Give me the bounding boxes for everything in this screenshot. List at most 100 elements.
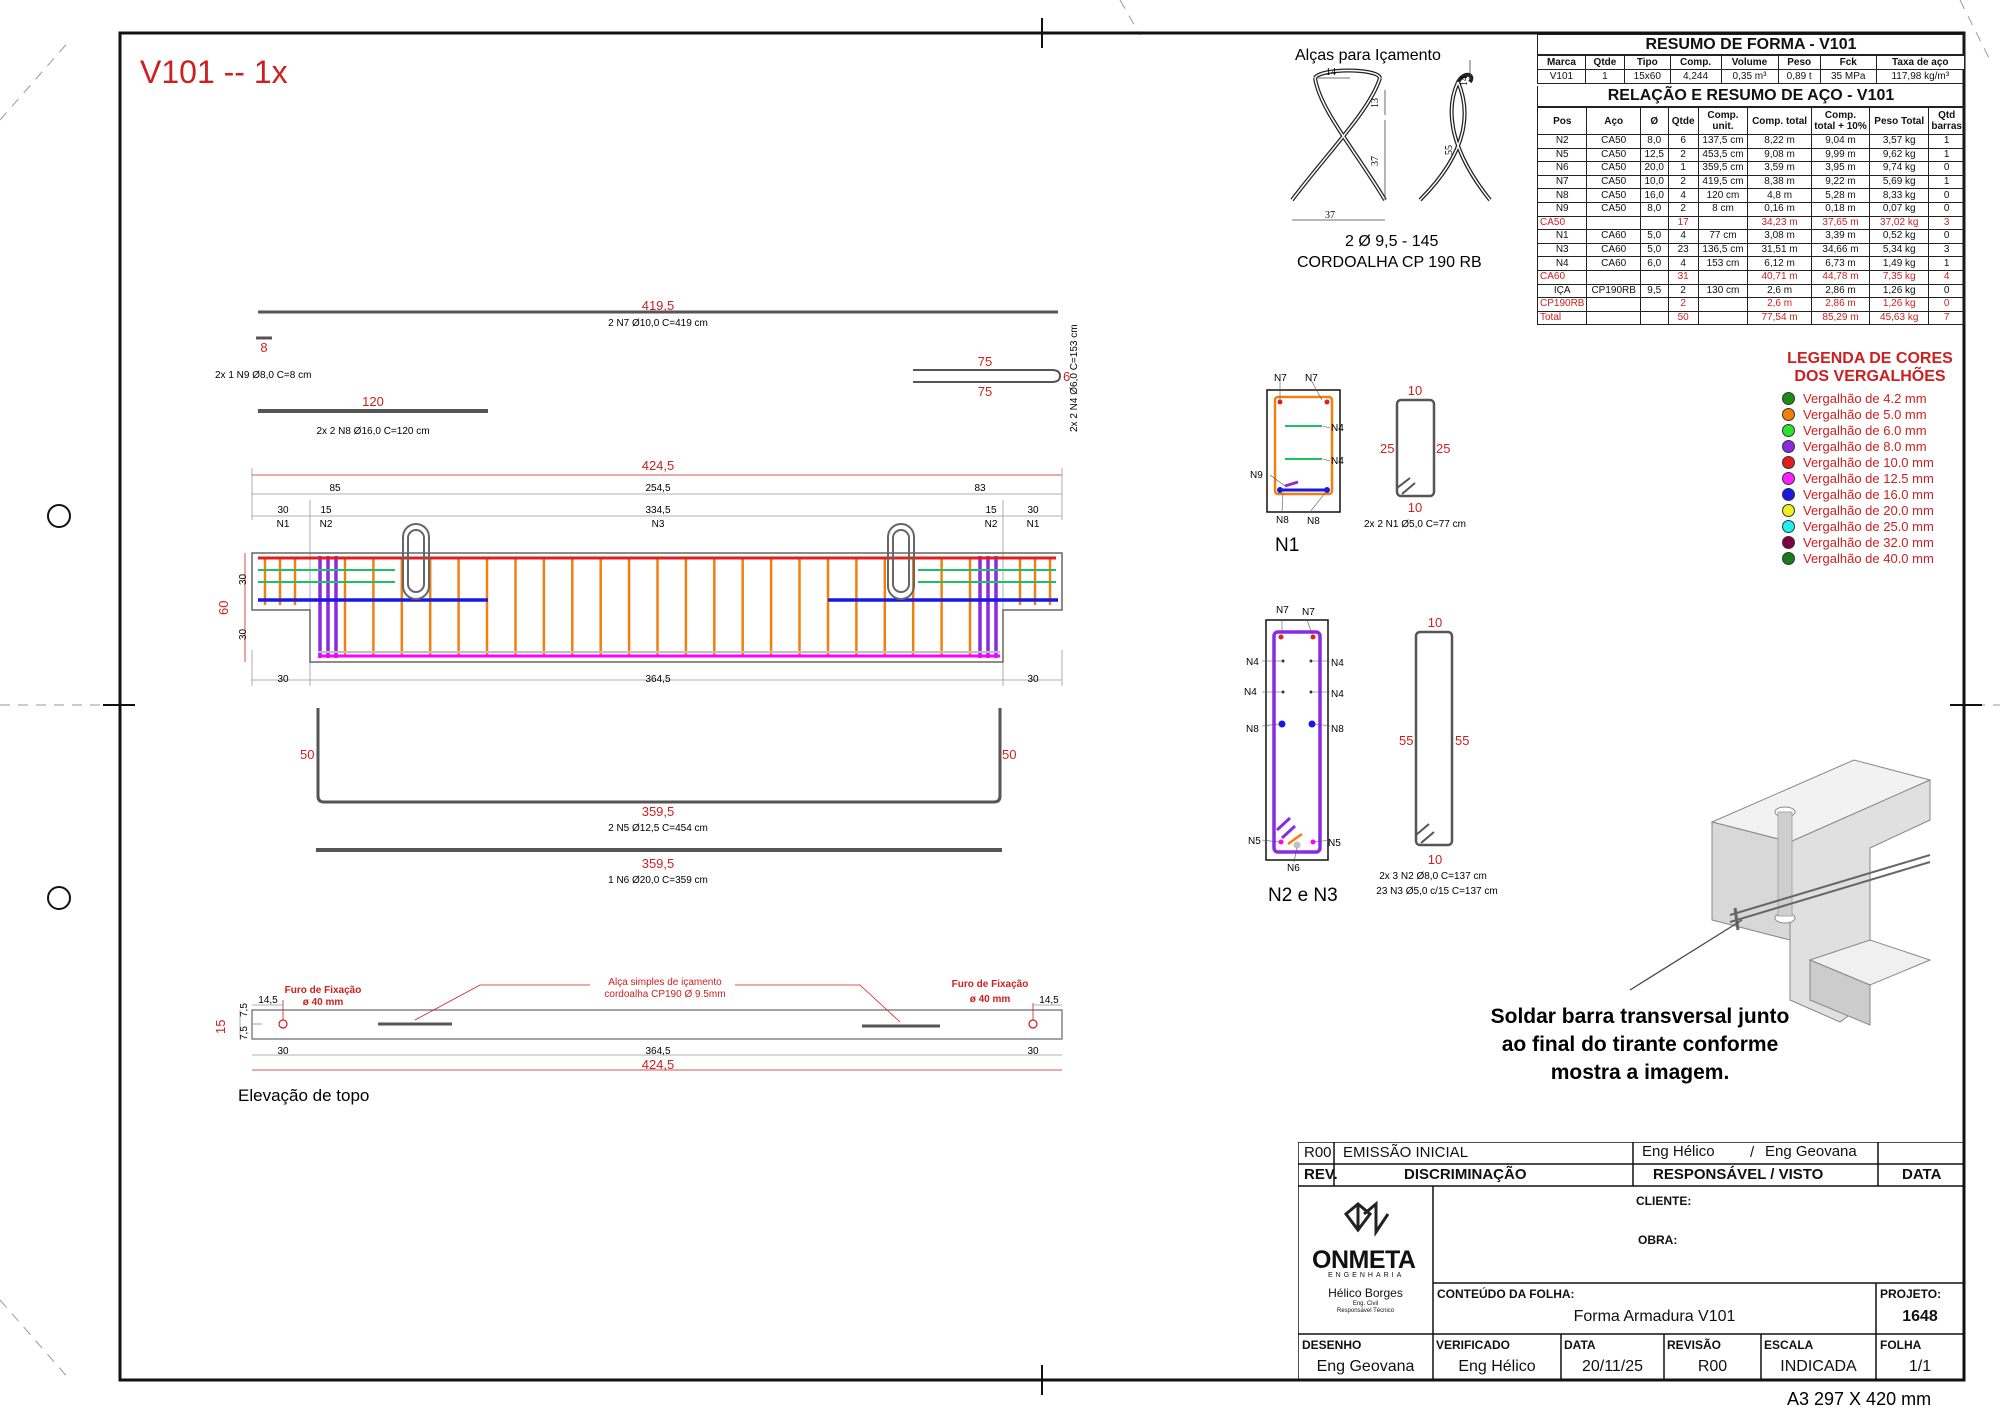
cell: 0 — [1928, 201, 1965, 217]
dim-text: 14 — [1326, 67, 1336, 78]
f-data: DATA — [1564, 1338, 1596, 1352]
cell: 7,35 kg — [1869, 269, 1930, 285]
responsible-role-1: Eng. Civil — [1352, 1301, 1379, 1307]
cell: 3,57 kg — [1869, 134, 1930, 149]
cell: CA50 — [1586, 134, 1641, 149]
cell — [1697, 269, 1749, 285]
cell: 5,0 — [1639, 242, 1669, 258]
cell: 3,39 m — [1810, 229, 1871, 244]
col-header: Comp. total + 10% — [1810, 107, 1871, 135]
resumo-forma-table: Marca Qtde Tipo Comp. Volume Peso Fck Ta… — [1537, 55, 1966, 84]
cell — [1639, 269, 1669, 285]
cell: Total — [1536, 310, 1588, 326]
cell — [1586, 310, 1641, 326]
v-escala: INDICADA — [1780, 1358, 1857, 1375]
cell: 4 — [1667, 188, 1699, 203]
logo-mark — [1343, 1200, 1390, 1237]
col-header: Aço — [1586, 107, 1641, 135]
cell: V101 — [1537, 69, 1586, 84]
legend-swatch — [1782, 391, 1795, 405]
col-header: Comp. total — [1747, 107, 1812, 135]
cell: 0,89 t — [1777, 69, 1821, 84]
col-header: Peso Total — [1869, 107, 1930, 135]
cell: 1 — [1667, 161, 1699, 176]
legend-swatch — [1782, 551, 1795, 565]
lbl: N7 — [1302, 607, 1315, 618]
cell: 4,8 m — [1747, 188, 1812, 203]
cell: 8,0 — [1639, 134, 1669, 149]
col-header: Qtd barras — [1928, 107, 1965, 135]
cell: 2,86 m — [1810, 283, 1871, 299]
cell: 77,54 m — [1747, 310, 1812, 326]
cell: 1,26 kg — [1869, 283, 1930, 299]
cell — [1639, 215, 1669, 231]
dim: 14,5 — [1039, 995, 1059, 1006]
cell: CA50 — [1536, 215, 1588, 231]
dim: 15 — [985, 505, 997, 516]
cell: 85,29 m — [1810, 310, 1871, 326]
cell: 4 — [1667, 229, 1699, 244]
legend-label: Vergalhão de 4.2 mm — [1803, 390, 1927, 406]
legend-label: Vergalhão de 40.0 mm — [1803, 550, 1934, 566]
dim: 7,5 — [239, 1003, 250, 1017]
cell: CA60 — [1586, 256, 1641, 271]
legend-label: Vergalhão de 12.5 mm — [1803, 470, 1934, 486]
cell: N8 — [1536, 188, 1588, 203]
cell: 6 — [1667, 134, 1699, 149]
dim: 30 — [277, 505, 289, 516]
cell: 2,6 m — [1747, 283, 1812, 299]
cell: 6,0 — [1639, 256, 1669, 271]
lbl: N8 — [1246, 724, 1259, 735]
title-block: R00 EMISSÃO INICIAL Eng Hélico / Eng Geo… — [1298, 1142, 1964, 1380]
n8-spec: 2x 2 N8 Ø16,0 C=120 cm — [316, 426, 429, 437]
cell: 6,73 m — [1810, 256, 1871, 271]
loop-front — [1290, 68, 1387, 202]
cell: 0 — [1928, 283, 1965, 299]
weld-3d-detail — [1629, 759, 1932, 1026]
legend-swatch — [1782, 503, 1795, 517]
cell — [1697, 215, 1749, 231]
lbl: N4 — [1331, 456, 1344, 467]
cell: 120 cm — [1697, 188, 1749, 203]
solda-note-3: mostra a imagem. — [1551, 1061, 1730, 1084]
dim: N1 — [1027, 519, 1040, 530]
cell — [1697, 297, 1749, 312]
dim-text: 13 — [1370, 98, 1381, 108]
logo-sub: ENGENHARIA — [1328, 1272, 1405, 1279]
resumo-forma: RESUMO DE FORMA - V101 Marca Qtde Tipo C… — [1537, 34, 1966, 84]
col-header: Qtde — [1667, 107, 1699, 135]
projeto-label: PROJETO: — [1880, 1287, 1942, 1301]
legend-swatch — [1782, 455, 1795, 469]
n7-spec: 2 N7 Ø10,0 C=419 cm — [608, 318, 708, 329]
n4-spec: 2x 2 N4 Ø6,0 C=153 cm — [1069, 324, 1080, 432]
rev-visto: Eng Geovana — [1765, 1143, 1857, 1160]
furo-right-2: ø 40 mm — [970, 994, 1011, 1005]
cell: 9,62 kg — [1869, 147, 1930, 163]
n4-c: 6 — [1063, 369, 1070, 384]
dim: 14,5 — [258, 995, 278, 1006]
cell: 153 cm — [1697, 256, 1749, 271]
cell: 3,08 m — [1747, 229, 1812, 244]
dim: 83 — [974, 483, 986, 494]
top-elevation: Furo de Fixação ø 40 mm Furo de Fixação … — [213, 977, 1063, 1105]
dim-text: 37 — [1325, 210, 1335, 221]
legend-swatch — [1782, 407, 1795, 421]
dim-text: 55 — [1444, 145, 1455, 155]
h-data: DATA — [1902, 1166, 1942, 1183]
dim: 30 — [1027, 674, 1039, 685]
legend-label: Vergalhão de 16.0 mm — [1803, 486, 1934, 502]
legend-swatch — [1782, 535, 1795, 549]
cell: N9 — [1536, 201, 1588, 217]
v-verificado: Eng Hélico — [1458, 1358, 1536, 1375]
cell: 2 — [1667, 297, 1699, 312]
rev-desc: EMISSÃO INICIAL — [1343, 1144, 1469, 1161]
lbl: N7 — [1274, 373, 1287, 384]
dim: N2 — [320, 519, 333, 530]
dim: 364,5 — [645, 1046, 670, 1057]
cell: 31,51 m — [1747, 242, 1812, 258]
col-header: Comp. unit. — [1697, 107, 1749, 135]
legend-item: Vergalhão de 5.0 mm — [1782, 406, 1970, 422]
dim: 85 — [329, 483, 341, 494]
